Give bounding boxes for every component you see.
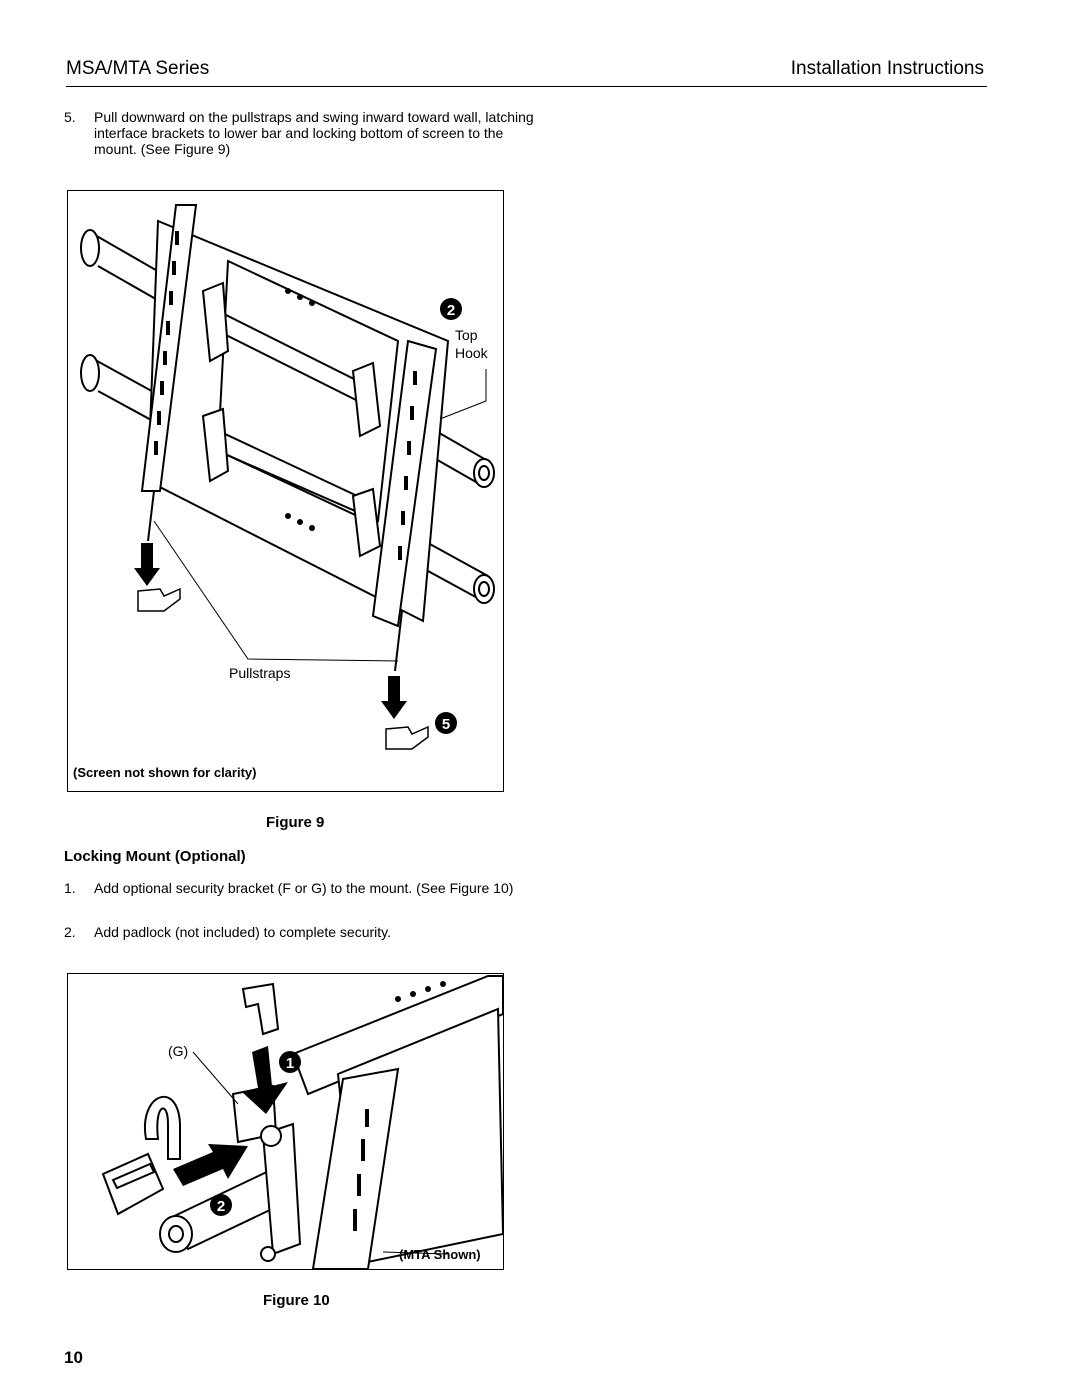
document-title: Installation Instructions [790, 58, 984, 79]
series-title: MSA/MTA Series [66, 58, 210, 79]
figure-9-note: (Screen not shown for clarity) [73, 765, 256, 780]
page-number: 10 [64, 1348, 83, 1367]
figure-9-box: 2 5 Top Hook Pullstraps (Screen not show… [67, 190, 504, 792]
callout-2-badge [440, 298, 462, 320]
section-title: Locking Mount (Optional) [64, 848, 246, 865]
callout-2-badge [210, 1194, 232, 1216]
step-text: Add padlock (not included) to complete s… [94, 924, 392, 940]
callout-1-badge [279, 1051, 301, 1073]
figure-10-box: 1 2 (G) (MTA Shown) [67, 973, 504, 1270]
tilt-mount-illustration: 2 5 Top Hook Pullstraps (Screen not show… [73, 204, 495, 780]
bracket-g-label: (G) [168, 1043, 188, 1059]
pullstraps-label: Pullstraps [229, 665, 290, 681]
callout-5-badge [435, 712, 457, 734]
callout-1-label: 1 [286, 1055, 294, 1072]
callout-5-label: 5 [442, 716, 450, 733]
step-5: 5. Pull downward on the pullstraps and s… [64, 109, 534, 159]
step-number: 1. [64, 880, 76, 896]
top-hook-label-line2: Hook [455, 345, 489, 361]
figure-10-caption: Figure 10 [263, 1292, 330, 1309]
top-hook-label-line1: Top [455, 327, 478, 343]
figure-10-note: (MTA Shown) [399, 1247, 481, 1262]
locking-step-2: 2. Add padlock (not included) to complet… [64, 924, 534, 942]
step-text: Pull downward on the pullstraps and swin… [94, 109, 534, 157]
step-text: Add optional security bracket (F or G) t… [94, 880, 514, 896]
security-bracket-illustration: 1 2 (G) (MTA Shown) [101, 975, 503, 1269]
callout-2-label: 2 [447, 302, 455, 319]
callout-2-label: 2 [217, 1198, 225, 1215]
header-rule [66, 86, 987, 87]
figure-9-caption: Figure 9 [266, 814, 325, 831]
step-number: 5. [64, 109, 76, 125]
step-number: 2. [64, 924, 76, 940]
locking-step-1: 1. Add optional security bracket (F or G… [64, 880, 534, 914]
